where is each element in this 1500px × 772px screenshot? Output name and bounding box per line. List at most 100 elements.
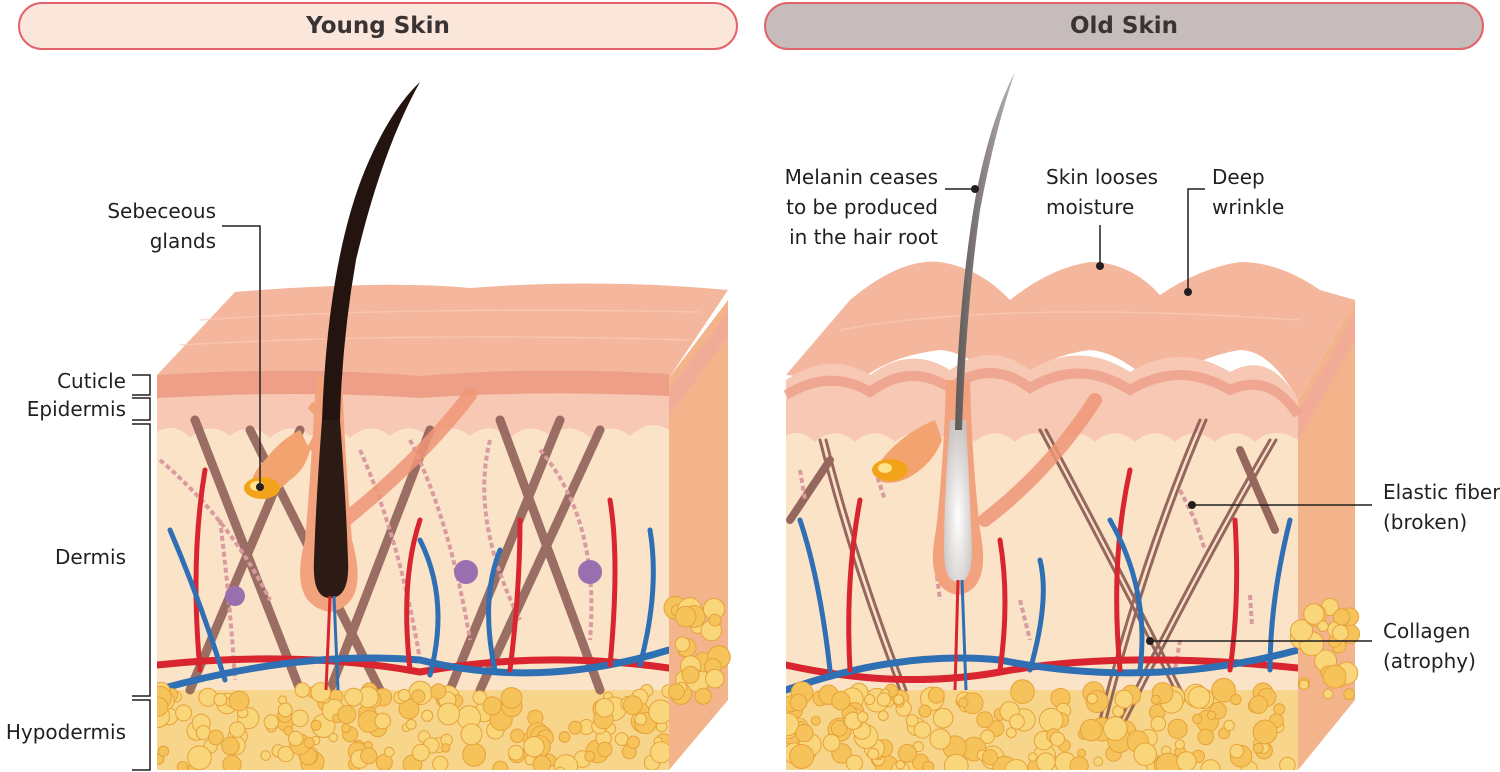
- young-cuticle: [157, 370, 669, 400]
- fat-cell: [648, 699, 669, 724]
- label-sebaceous-glands: Sebeceous glands: [107, 199, 216, 253]
- old-arrector-muscle: [978, 393, 1102, 527]
- fat-cell: [294, 682, 310, 698]
- fat-cell: [421, 709, 434, 722]
- fat-cell: [440, 743, 451, 753]
- label-dermis: Dermis: [54, 545, 126, 569]
- fat-cell: [291, 709, 309, 728]
- fat-cell: [831, 691, 851, 711]
- fat-cell: [229, 721, 246, 738]
- young-nerve-nodes: [225, 560, 602, 606]
- fat-cell: [1010, 679, 1035, 704]
- label-deep-wrinkle: Deep wrinkle: [1212, 165, 1285, 219]
- fat-cell: [1343, 688, 1355, 701]
- fat-cell: [922, 760, 935, 770]
- young-arrector-muscle: [338, 388, 477, 527]
- label-hypodermis: Hypodermis: [5, 720, 126, 744]
- old-side-fat: [1289, 597, 1361, 701]
- fat-cell: [1038, 707, 1064, 733]
- fat-cell: [958, 697, 969, 708]
- fat-cell: [661, 684, 669, 699]
- fat-cell: [668, 683, 685, 701]
- fat-cell: [929, 728, 951, 750]
- fat-cell: [397, 688, 411, 702]
- fat-cell: [568, 720, 583, 735]
- fat-cell: [634, 712, 648, 726]
- fat-cell: [614, 732, 629, 746]
- fat-cell: [175, 704, 193, 722]
- young-blood-vessels: [157, 467, 669, 694]
- fat-cell: [1005, 727, 1017, 739]
- fat-cell: [492, 760, 509, 770]
- fat-cell: [1197, 728, 1215, 746]
- fat-cell: [681, 665, 700, 684]
- fat-cell: [430, 683, 447, 700]
- fat-cell: [864, 693, 876, 706]
- fat-cell: [1080, 718, 1103, 742]
- fat-cell: [1174, 739, 1185, 750]
- fat-cell: [1279, 756, 1296, 770]
- fat-cell: [1103, 716, 1128, 741]
- fat-cell: [1155, 752, 1181, 770]
- fat-cell: [558, 731, 571, 743]
- fat-cell: [786, 712, 800, 737]
- annotation-dots: [256, 185, 1196, 645]
- label-moisture: Skin looses moisture: [1046, 165, 1159, 219]
- old-elastic-fibers: [798, 469, 1254, 671]
- fat-cell: [472, 690, 488, 705]
- fat-cell: [1050, 731, 1065, 747]
- label-collagen: Collagen (atrophy): [1383, 619, 1476, 673]
- fat-cell: [1230, 693, 1242, 706]
- fat-cell: [1298, 679, 1310, 690]
- fat-cell: [1004, 759, 1029, 770]
- fat-cell: [553, 754, 579, 770]
- fat-cell: [344, 687, 364, 707]
- fat-cell: [1229, 743, 1244, 759]
- fat-cell: [597, 741, 613, 758]
- fat-cell: [830, 719, 848, 737]
- fat-cell: [822, 734, 841, 752]
- fat-cell: [213, 692, 228, 707]
- fat-cell: [810, 715, 821, 726]
- fat-cell: [360, 747, 378, 765]
- young-fat-cells: [157, 680, 669, 770]
- fat-cell: [482, 696, 502, 716]
- fat-cell: [507, 744, 524, 761]
- fat-cell: [943, 753, 969, 770]
- fat-cell: [876, 692, 892, 707]
- fat-cell: [500, 687, 523, 709]
- fat-cell: [157, 745, 170, 757]
- fat-cell: [208, 729, 224, 746]
- fat-cell: [1290, 619, 1314, 643]
- fat-cell: [584, 750, 596, 762]
- young-hair-shaft: [322, 82, 420, 420]
- fat-cell: [708, 613, 722, 627]
- fat-cell: [1322, 688, 1334, 700]
- fat-cell: [897, 743, 917, 763]
- fat-cell: [622, 695, 643, 715]
- fat-cell: [1322, 664, 1347, 689]
- young-skin-title: Young Skin: [18, 2, 738, 50]
- fat-cell: [976, 711, 994, 729]
- young-epidermis: [157, 393, 669, 438]
- old-fat-cells: [786, 677, 1296, 770]
- fat-cell: [918, 704, 932, 718]
- fat-cell: [555, 766, 565, 770]
- fat-cell: [532, 755, 551, 770]
- label-elastic-fiber: Elastic fiber (broken): [1383, 480, 1500, 534]
- fat-cell: [674, 605, 697, 628]
- fat-cell: [1150, 715, 1167, 732]
- fat-cell: [674, 636, 691, 652]
- fat-cell: [462, 742, 487, 767]
- fat-cell: [1187, 686, 1211, 709]
- fat-cell: [157, 696, 169, 717]
- young-hair-bulb: [313, 420, 349, 598]
- fat-cell: [328, 732, 338, 743]
- fat-cell: [523, 736, 545, 758]
- old-sebaceous-gland: [872, 420, 942, 483]
- fat-cell: [895, 760, 906, 770]
- fat-cell: [260, 750, 272, 761]
- fat-cell: [1252, 719, 1278, 745]
- fat-cell: [1077, 748, 1087, 758]
